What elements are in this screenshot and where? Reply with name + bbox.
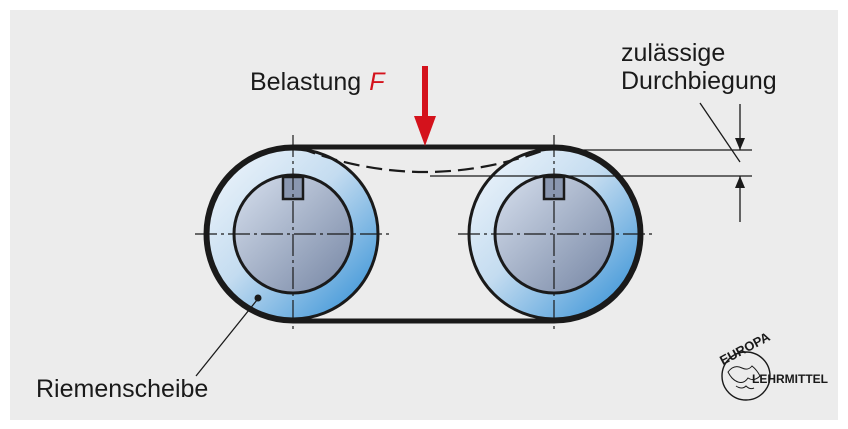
logo-text-right: LEHRMITTEL (752, 372, 828, 386)
load-arrow (414, 66, 436, 146)
pulley-leader (195, 294, 262, 377)
deflection-label-line2: Durchbiegung (621, 67, 777, 95)
center-lines (195, 135, 652, 333)
deflection-label-line1: zulässige (621, 39, 725, 67)
deflection-dimension (430, 102, 752, 222)
pulley-label: Riemenscheibe (36, 375, 208, 403)
deflected-belt-line (299, 146, 551, 174)
deflection-leader-line (699, 102, 741, 163)
